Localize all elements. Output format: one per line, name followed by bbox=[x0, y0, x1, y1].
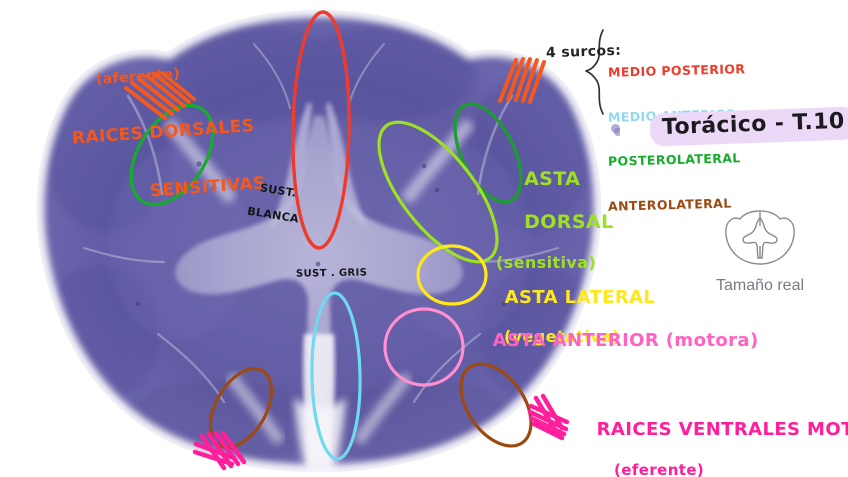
ventral-roots-note: (eferente) bbox=[614, 461, 705, 477]
white-matter-label: SUST. BLANCA bbox=[235, 168, 306, 250]
slide-artifact-speck bbox=[611, 124, 620, 133]
asta-lateral-annotation: ASTA LATERAL (vegetativa) bbox=[478, 268, 655, 387]
asta-dorsal-line-1: ASTA bbox=[524, 168, 581, 191]
ventral-roots-line-1: RAICES VENTRALES MOTORAS bbox=[596, 419, 848, 441]
asta-lateral-note: (vegetativa) bbox=[504, 327, 620, 347]
white-matter-label-line-1: SUST. bbox=[259, 181, 298, 201]
asta-lateral-line-1: ASTA LATERAL bbox=[504, 287, 656, 309]
dorsal-roots-afferent-note: (aferente) bbox=[95, 66, 181, 88]
sulci-legend: 4 surcos: MEDIO POSTERIOR MEDIO ANTERIOR… bbox=[546, 36, 746, 214]
real-size-caption: Tamaño real bbox=[715, 277, 805, 294]
asta-dorsal-line-2: DORSAL bbox=[524, 210, 614, 233]
asta-anterior-annotation: ASTA ANTERIOR (motora) bbox=[466, 311, 759, 371]
asta-dorsal-note: (sensitiva) bbox=[496, 253, 597, 273]
spinal-cord-outline-icon bbox=[700, 206, 820, 273]
dorsal-roots-line-1: RAICES DORSALES bbox=[71, 115, 255, 149]
asta-anterior-line-1: ASTA ANTERIOR (motora) bbox=[492, 330, 759, 352]
sulci-item-medio-posterior: MEDIO POSTERIOR bbox=[607, 61, 746, 80]
sulci-item-posterolateral: POSTEROLATERAL bbox=[607, 150, 741, 169]
gray-matter-label: SUST . GRIS bbox=[295, 267, 368, 280]
white-matter-label-line-2: BLANCA bbox=[246, 204, 300, 226]
ventral-roots-annotation: RAICES VENTRALES MOTORAS (eferente) bbox=[570, 400, 848, 477]
spinal-level-label: Torácico - T.10 bbox=[649, 106, 848, 147]
real-size-indicator: Tamaño real bbox=[700, 206, 820, 295]
asta-dorsal-annotation: ASTA DORSAL (sensitiva) bbox=[496, 148, 614, 315]
